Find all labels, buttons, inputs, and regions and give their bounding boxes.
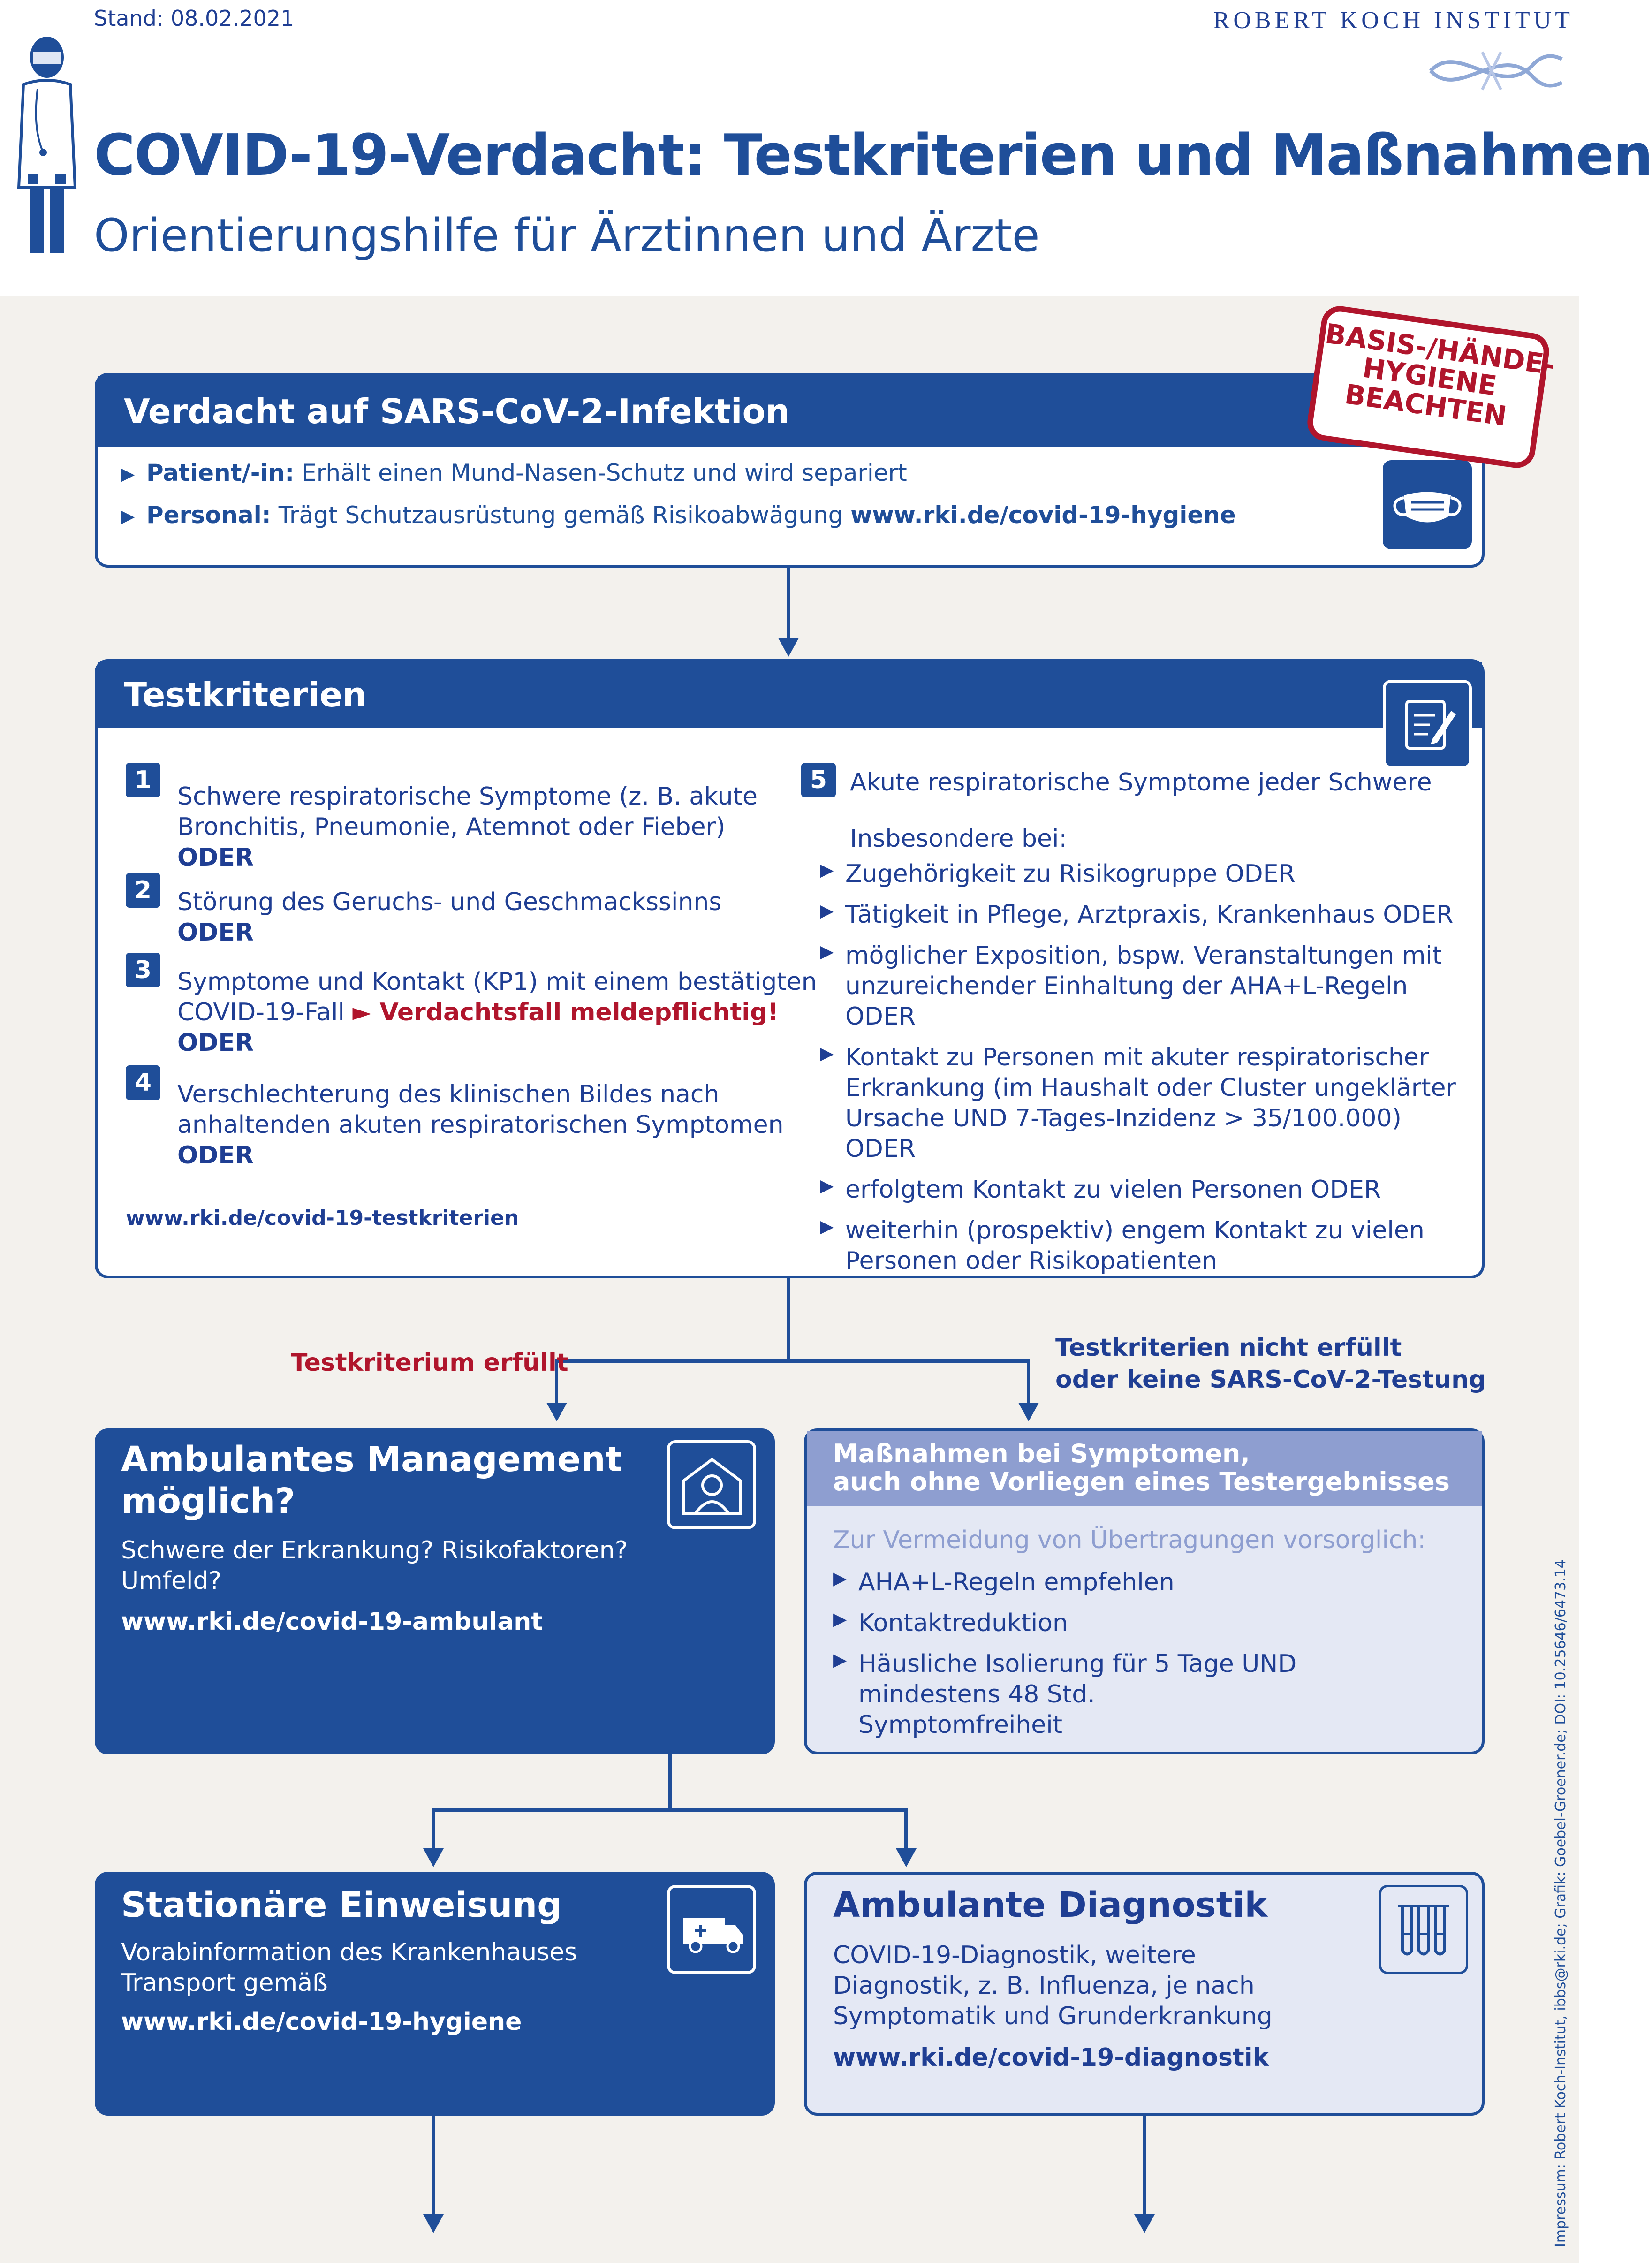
massnahmen-title: Maßnahmen bei Symptomen, auch ohne Vorli… [807,1431,1482,1506]
diagnostik-link[interactable]: www.rki.de/covid-19-diagnostik [833,2043,1269,2072]
connector-line [904,1808,908,1851]
connector-line [555,1359,558,1406]
massnahmen-list: ▶AHA+L-Regeln empfehlen ▶Kontaktreduktio… [833,1567,1443,1740]
hygiene-link[interactable]: www.rki.de/covid-19-hygiene [850,501,1236,529]
list-item: ▶möglicher Exposition, bspw. Veranstaltu… [820,941,1442,1031]
arrow-down-icon [423,2214,444,2233]
criterion-5-list: ▶Zugehörigkeit zu Risikogruppe ODER ▶Tät… [820,859,1467,1276]
verdacht-box: Verdacht auf SARS-CoV-2-Infektion ▶Patie… [95,373,1485,568]
header-background [0,0,1579,296]
connector-line [668,1754,672,1811]
arrow-down-icon [778,638,799,657]
testkriterien-title: Testkriterien [98,662,1482,728]
tubes-icon-frame [1379,1885,1468,1974]
list-item: ▶AHA+L-Regeln empfehlen [833,1568,1175,1596]
criterion-1: 1 Schwere respiratorische Symptome (z. B… [126,763,843,873]
massnahmen-intro: Zur Vermeidung von Übertragungen vorsorg… [833,1526,1426,1554]
verdacht-title: Verdacht auf SARS-CoV-2-Infektion [98,376,1482,447]
criterion-3: 3 Symptome und Kontakt (KP1) mit einem b… [126,953,843,1058]
meldepflicht-alert: ► Verdachtsfall meldepflichtig! [352,998,779,1026]
stand-date: Stand: 08.02.2021 [94,6,295,31]
stationaer-text: Vorabinformation des Krankenhauses Trans… [121,1938,577,1997]
criterion-5-intro: Insbesondere bei: [850,825,1067,853]
ambulant-box: Ambulantes Management möglich? Schwere d… [95,1428,775,1754]
ambulance-icon [683,1918,743,1953]
connector-line [432,2116,435,2219]
arrow-down-icon [896,1848,917,1867]
massnahmen-box: Maßnahmen bei Symptomen, auch ohne Vorli… [804,1428,1485,1754]
list-item: ▶Häusliche Isolierung für 5 Tage UND min… [833,1649,1297,1739]
arrow-down-icon [1018,1403,1039,1421]
criterion-2: 2 Störung des Geruchs- und Geschmackssin… [126,873,843,948]
person-in-house-icon [682,1458,742,1515]
page-subtitle: Orientierungshilfe für Ärztinnen und Ärz… [94,209,1040,262]
arrow-down-icon [423,1848,444,1867]
branch-line [432,1808,908,1812]
list-item: ▶Zugehörigkeit zu Risikogruppe ODER [820,859,1296,888]
rki-logo-icon [1429,51,1563,91]
testkriterien-link[interactable]: www.rki.de/covid-19-testkriterien [126,1206,519,1230]
stationaer-title: Stationäre Einweisung [121,1885,562,1925]
arrow-down-icon [546,1403,567,1421]
connector-line [1143,2116,1146,2219]
clipboard-pen-icon [1405,700,1456,750]
ambulance-icon-frame [667,1885,756,1974]
branch-label-not-fulfilled: Testkriterien nicht erfüllt oder keine S… [1055,1334,1486,1394]
connector-line [787,1278,790,1363]
ambulant-link[interactable]: www.rki.de/covid-19-ambulant [121,1608,543,1636]
stationaer-link[interactable]: www.rki.de/covid-19-hygiene [121,2008,522,2036]
connector-line [787,568,790,643]
list-item: ▶Tätigkeit in Pflege, Arztpraxis, Kranke… [820,900,1454,929]
list-item: ▶weiterhin (prospektiv) engem Kontakt zu… [820,1216,1425,1275]
mask-icon-frame [1383,460,1472,549]
branch-line [555,1359,1030,1363]
criterion-4: 4 Verschlechterung des klinischen Bildes… [126,1065,843,1171]
testkriterien-box: Testkriterien 1 Schwere respiratorische … [95,659,1485,1278]
arrow-down-icon [1134,2214,1155,2233]
verdacht-item-personal: ▶Personal: Trägt Schutzausrüstung gemäß … [121,501,1236,529]
branch-label-fulfilled: Testkriterium erfüllt [291,1349,568,1377]
connector-line [1027,1359,1030,1406]
ambulant-title: Ambulantes Management möglich? [121,1439,622,1521]
ambulant-text: Schwere der Erkrankung? Risikofaktoren? … [121,1536,628,1595]
list-item: ▶Kontaktreduktion [833,1609,1068,1637]
test-tubes-icon [1398,1905,1449,1956]
list-item: ▶erfolgtem Kontakt zu vielen Personen OD… [820,1175,1381,1204]
diagnostik-box: Ambulante Diagnostik COVID-19-Diagnostik… [804,1872,1485,2116]
institute-name: ROBERT KOCH INSTITUT [1213,7,1574,34]
stationaer-box: Stationäre Einweisung Vorabinformation d… [95,1872,775,2116]
impressum: Impressum: Robert Koch-Institut, ibbs@rk… [1553,1559,1569,2247]
diagnostik-title: Ambulante Diagnostik [833,1885,1268,1925]
clipboard-icon-frame [1383,680,1472,769]
verdacht-item-patient: ▶Patient/-in: Erhält einen Mund-Nasen-Sc… [121,459,907,486]
connector-line [432,1808,435,1851]
doctor-figure-icon [17,37,77,253]
diagnostik-text: COVID-19-Diagnostik, weitere Diagnostik,… [833,1941,1273,2030]
home-icon-frame [667,1440,756,1529]
list-item: ▶Kontakt zu Personen mit akuter respirat… [820,1043,1456,1163]
face-mask-icon [1393,492,1462,523]
page-title: COVID-19-Verdacht: Testkriterien und Maß… [94,123,1652,188]
criterion-5: 5 Akute respiratorische Symptome jeder S… [801,763,1458,798]
